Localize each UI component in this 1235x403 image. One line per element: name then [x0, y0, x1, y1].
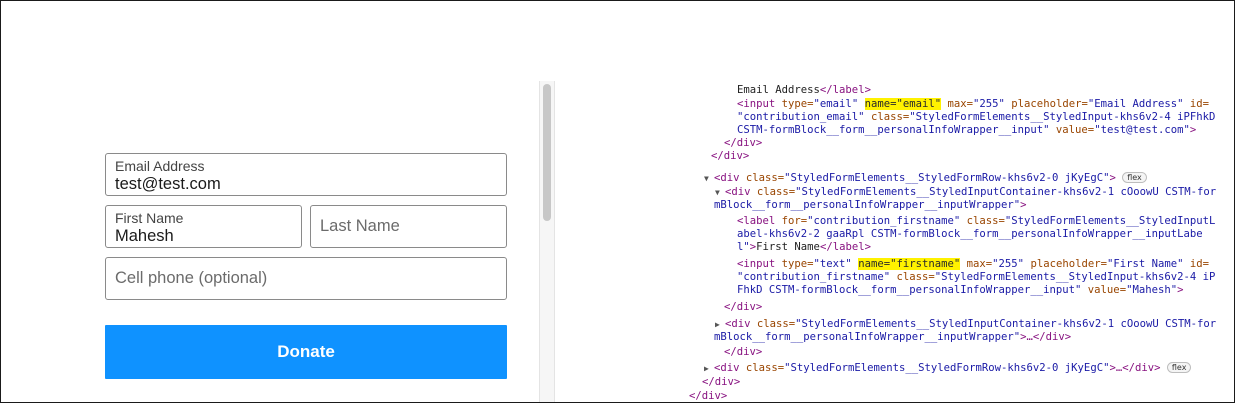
collapsed-arrow-icon[interactable]: ▶: [715, 320, 720, 329]
page-scrollbar-thumb[interactable]: [543, 84, 551, 221]
donate-button[interactable]: Donate: [105, 325, 507, 379]
donation-form-pane: Email Address test@test.com First Name M…: [1, 1, 541, 402]
last-name-placeholder: Last Name: [320, 217, 400, 235]
dom-node-line[interactable]: "contribution_email" class="StyledFormEl…: [737, 111, 1216, 123]
expand-arrow-icon[interactable]: ▼: [704, 174, 709, 183]
first-name-value: Mahesh: [115, 227, 174, 245]
dom-node-line[interactable]: <div class="StyledFormElements__StyledIn…: [725, 318, 1217, 330]
dom-node-line[interactable]: <label for="contribution_firstname" clas…: [737, 215, 1216, 227]
dom-node-line[interactable]: "contribution_firstname" class="StyledFo…: [737, 271, 1216, 283]
dom-node-line[interactable]: mBlock__form__personalInfoWrapper__input…: [714, 199, 1027, 211]
dom-node-line[interactable]: </div>: [702, 376, 741, 388]
flex-badge[interactable]: flex: [1122, 172, 1147, 183]
dom-node-line[interactable]: <input type="text" name="firstname" max=…: [737, 258, 1210, 270]
highlight-name-email: name="email": [864, 98, 942, 110]
dom-node-line[interactable]: mBlock__form__personalInfoWrapper__input…: [714, 331, 1072, 343]
cell-phone-field[interactable]: Cell phone (optional): [105, 257, 507, 300]
dom-node-line[interactable]: </div>: [724, 346, 763, 358]
flex-badge[interactable]: flex: [1166, 362, 1192, 373]
dom-node-line[interactable]: </div>: [689, 390, 728, 402]
devtools-elements-panel: Email Address</label> <input type="email…: [556, 81, 1234, 402]
dom-node-line[interactable]: l">First Name</label>: [737, 241, 871, 253]
dom-node-line[interactable]: FhkD CSTM-formBlock__form__personalInfoW…: [737, 284, 1184, 296]
dom-node-line[interactable]: abel-khs6v2-2 gaaRpl CSTM-formBlock__for…: [737, 228, 1203, 240]
expand-arrow-icon[interactable]: ▼: [715, 188, 720, 197]
email-value: test@test.com: [115, 175, 221, 193]
dom-node-line[interactable]: </div>: [711, 150, 750, 162]
dom-node-line[interactable]: <div class="StyledFormElements__StyledIn…: [725, 186, 1217, 198]
last-name-field[interactable]: Last Name: [310, 205, 507, 248]
dom-node-line[interactable]: Email Address</label>: [737, 84, 871, 96]
collapsed-arrow-icon[interactable]: ▶: [704, 364, 709, 373]
dom-node-line[interactable]: CSTM-formBlock__form__personalInfoWrappe…: [737, 124, 1197, 136]
email-field[interactable]: Email Address test@test.com: [105, 153, 507, 196]
first-name-label: First Name: [115, 210, 184, 226]
dom-node-line[interactable]: <input type="email" name="email" max="25…: [737, 98, 1210, 110]
dom-node-line[interactable]: </div>: [724, 137, 763, 149]
cell-phone-placeholder: Cell phone (optional): [115, 269, 268, 287]
dom-node-line[interactable]: <div class="StyledFormElements__StyledFo…: [714, 362, 1192, 375]
dom-node-line[interactable]: <div class="StyledFormElements__StyledFo…: [714, 172, 1147, 185]
dom-node-line[interactable]: </div>: [724, 301, 763, 313]
highlight-name-firstname: name="firstname": [858, 258, 961, 270]
email-label: Email Address: [115, 158, 205, 174]
first-name-field[interactable]: First Name Mahesh: [105, 205, 302, 248]
